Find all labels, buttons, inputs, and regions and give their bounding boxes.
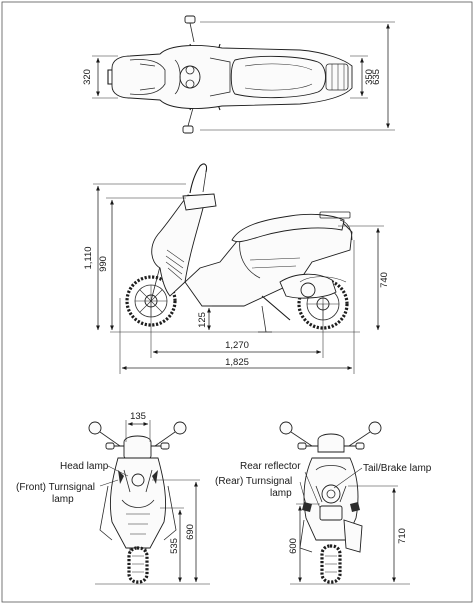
side-dim-125: 125 [197, 305, 212, 331]
side-dim-1825: 1,825 [119, 240, 355, 374]
side-dim-1110: 1,110 [83, 183, 186, 331]
dim-label: 740 [379, 272, 390, 288]
dim-label: 535 [169, 538, 180, 554]
dim-label: 135 [130, 411, 146, 422]
label-rear-turnsignal-line2: lamp [270, 488, 292, 499]
dim-label: 710 [397, 528, 408, 544]
leader-front-turnsignal [99, 479, 119, 487]
dim-label: 350 [364, 69, 375, 85]
dim-label: 1,270 [225, 340, 249, 351]
side-view: 1,110 990 740 125 1,270 1,825 [83, 163, 390, 374]
dim-label: 600 [288, 538, 299, 554]
label-front-turnsignal-line1: (Front) Turnsignal [16, 482, 95, 493]
top-dim-350: 350 [350, 55, 375, 99]
dim-label: 690 [185, 524, 196, 540]
rear-dim-710: 710 [348, 485, 408, 583]
dim-label: 1,825 [225, 357, 249, 368]
front-dim-690: 690 [152, 479, 200, 583]
scooter-side-drawing [110, 163, 360, 333]
side-dim-740: 740 [338, 225, 390, 331]
dim-label: 320 [82, 69, 93, 85]
dim-label: 990 [98, 256, 109, 272]
dim-label: 1,110 [83, 246, 94, 269]
rear-view: Rear reflector Tail/Brake lamp (Rear) Tu… [215, 421, 432, 585]
dim-label: 635 [371, 69, 382, 85]
dim-label: 125 [197, 312, 208, 328]
front-dim-535: 535 [160, 507, 184, 583]
front-view: Head lamp (Front) Turnsignal lamp 135 53… [16, 411, 210, 585]
label-front-turnsignal: (Front) Turnsignal lamp [16, 482, 98, 505]
label-tail-brake-lamp: Tail/Brake lamp [363, 463, 432, 474]
label-rear-turnsignal: (Rear) Turnsignal lamp [215, 476, 295, 499]
side-dim-990: 990 [98, 197, 186, 331]
rear-dim-600: 600 [288, 503, 320, 583]
scooter-top-drawing [107, 15, 353, 134]
label-front-turnsignal-line2: lamp [52, 494, 74, 505]
top-view: 320 350 635 [82, 15, 395, 134]
label-head-lamp: Head lamp [60, 461, 109, 472]
side-dim-1270: 1,270 [150, 301, 324, 358]
leader-tail-brake-lamp [333, 467, 363, 489]
scooter-rear-drawing [279, 421, 382, 584]
leader-head-lamp [107, 465, 129, 477]
scooter-front-drawing [88, 421, 187, 584]
leader-rear-reflector [304, 471, 321, 509]
top-dim-635: 635 [200, 21, 395, 131]
top-dim-320: 320 [82, 55, 118, 99]
label-rear-turnsignal-line1: (Rear) Turnsignal [215, 476, 292, 487]
front-dim-135: 135 [125, 411, 151, 442]
label-rear-reflector: Rear reflector [240, 461, 301, 472]
leader-rear-turnsignal [299, 481, 307, 505]
